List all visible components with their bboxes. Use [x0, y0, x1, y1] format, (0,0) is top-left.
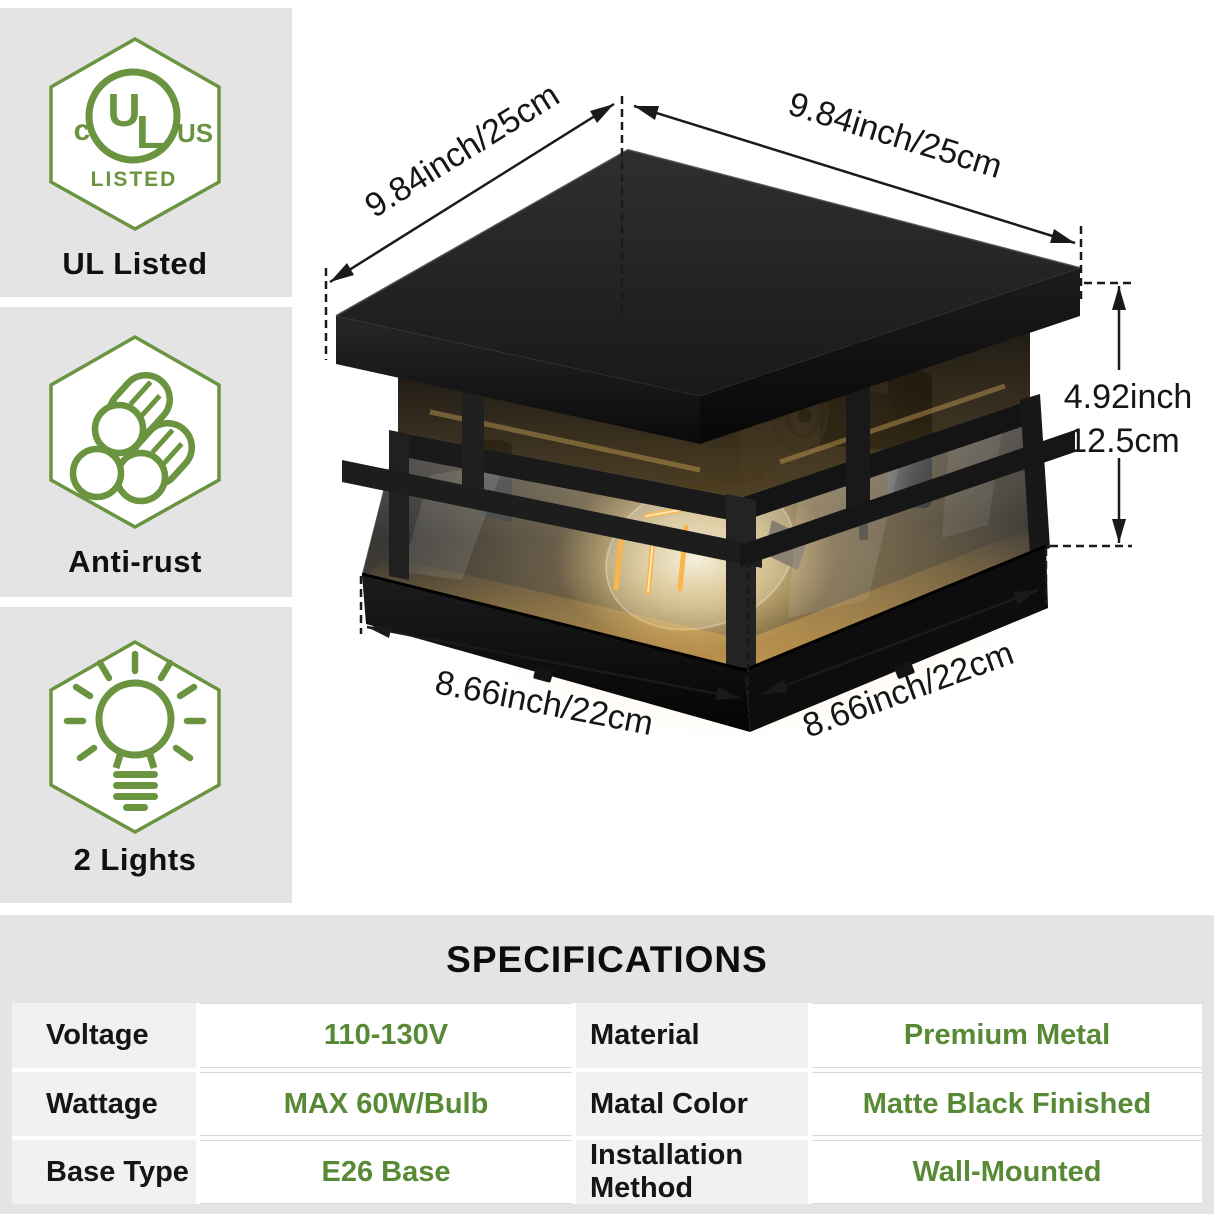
light-bulb-icon — [49, 639, 221, 835]
canopy-top-edge — [335, 148, 1081, 317]
dimension-label-top-right: 9.84inch/25cm — [784, 85, 1007, 186]
glass-bottom-glow — [366, 556, 745, 672]
spec-value-metal-color: Matte Black Finished — [812, 1072, 1202, 1136]
bulb-rays — [63, 650, 207, 762]
dimension-label-height-inch: 4.92inch — [1064, 378, 1193, 416]
spec-value-material: Premium Metal — [812, 1003, 1202, 1068]
specifications-section: SPECIFICATIONS Voltage 110-130V Material… — [0, 915, 1214, 1214]
dimension-label-height-cm: 12.5cm — [1068, 422, 1180, 460]
rim-clip — [533, 666, 554, 683]
badge-label: UL Listed — [62, 246, 208, 281]
spec-label-metal-color: Matal Color — [576, 1072, 808, 1136]
rim-clip — [894, 661, 915, 679]
stile-left — [462, 390, 484, 489]
corner-post-left — [389, 430, 409, 580]
canopy-side-left — [336, 316, 700, 444]
ul-letters-us: US — [177, 118, 213, 148]
metal-pipes-icon — [49, 334, 221, 530]
feature-badge-ul-listed: U L c US LISTED UL Listed — [0, 8, 292, 297]
corner-post-right — [1020, 394, 1050, 554]
spec-label-voltage: Voltage — [12, 1003, 196, 1068]
specifications-table: Voltage 110-130V Material Premium Metal … — [12, 1003, 1202, 1204]
ceiling-light-fixture — [335, 148, 1081, 740]
ul-listed-text: LISTED — [91, 168, 178, 191]
dimension-annotations — [324, 96, 1132, 706]
mid-rail-right — [740, 430, 1075, 567]
spec-label-base-type: Base Type — [12, 1140, 196, 1204]
badge-label: Anti-rust — [68, 544, 202, 579]
canopy-cage-gap — [740, 331, 1030, 498]
spec-label-wattage: Wattage — [12, 1072, 196, 1136]
hexagon-frame — [49, 36, 221, 232]
feature-badge-2-lights: 2 Lights — [0, 607, 292, 903]
specifications-title: SPECIFICATIONS — [446, 939, 768, 980]
rim-top-edge — [361, 544, 1047, 672]
spec-label-installation-method: Installation Method — [576, 1139, 808, 1204]
ul-letter-u: U — [107, 84, 140, 136]
ul-circle — [85, 68, 181, 164]
corner-post-front — [726, 494, 756, 676]
badge-label: 2 Lights — [73, 842, 197, 877]
canopy-top-face — [336, 150, 1080, 396]
cage-top-bar-right — [740, 400, 1030, 522]
extension-lines — [324, 96, 1132, 706]
ul-certification-icon: U L c US LISTED — [49, 36, 221, 232]
bulb-neck — [112, 750, 125, 770]
spec-value-voltage: 110-130V — [200, 1003, 572, 1068]
product-figure: 9.84inch/25cm 9.84inch/25cm 4.92inch 12.… — [324, 76, 1193, 745]
glass-bottom-glow — [745, 524, 1042, 672]
arrowheads — [330, 104, 1126, 700]
pipe-end — [91, 401, 147, 457]
mid-rail-left — [342, 460, 762, 568]
dim-line-top-right — [633, 104, 1076, 245]
ul-letter-l: L — [136, 106, 164, 158]
bulb-glass — [95, 679, 175, 759]
dim-line-bottom-right — [762, 588, 1039, 696]
feature-badge-anti-rust: Anti-rust — [0, 307, 292, 597]
canopy-side-right — [700, 268, 1080, 444]
dim-line-top-left — [329, 102, 615, 284]
bulb-base — [113, 771, 158, 811]
ul-letter-c: c — [74, 114, 91, 147]
dim-line-bottom-left — [366, 625, 741, 700]
spec-value-wattage: MAX 60W/Bulb — [200, 1072, 572, 1136]
spec-label-material: Material — [576, 1003, 808, 1068]
spec-value-base-type: E26 Base — [200, 1140, 572, 1204]
pipe-end — [69, 445, 125, 501]
spec-value-installation-method: Wall-Mounted — [812, 1140, 1202, 1204]
bulb-neck — [145, 750, 158, 770]
stile-right — [846, 374, 870, 510]
gap-glint — [779, 383, 1006, 465]
bottom-rim-left — [362, 574, 750, 732]
bottom-rim-right — [745, 546, 1048, 732]
